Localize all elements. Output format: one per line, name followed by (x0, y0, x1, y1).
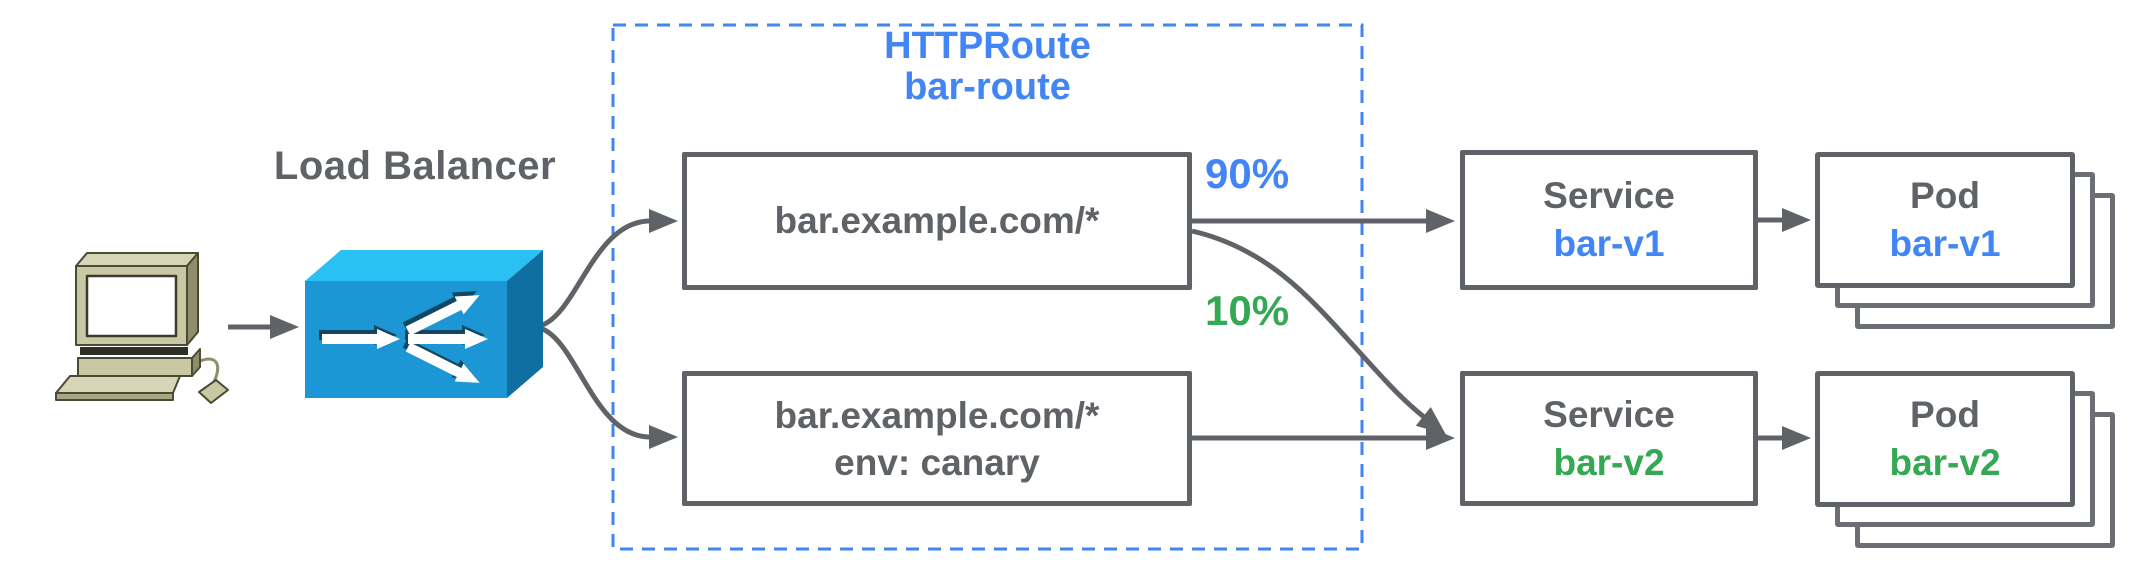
route-rule-2: bar.example.com/* env: canary (682, 371, 1192, 506)
load-balancer-split-arrows (322, 295, 488, 383)
desktop-computer-icon (55, 252, 229, 404)
weight-label-10: 10% (1205, 287, 1290, 334)
pod-kind-label: Pod (1910, 394, 1980, 435)
httproute-title: HTTPRoute bar-route (613, 26, 1362, 108)
pod-name-label: bar-v2 (1889, 442, 2001, 483)
load-balancer-icon (305, 250, 543, 398)
httproute-kind-label: HTTPRoute (884, 25, 1091, 67)
route-rule-1: bar.example.com/* (682, 152, 1192, 290)
route-rule-2-header-match: env: canary (834, 441, 1040, 483)
load-balancer-label: Load Balancer (273, 144, 557, 188)
pod-bar-v1: Pod bar-v1 (1815, 152, 2075, 288)
route-rule-1-match: bar.example.com/* (774, 200, 1100, 241)
arrow-lb-to-rule1 (532, 209, 678, 330)
arrow-lb-to-rule2 (532, 324, 678, 449)
service-kind-label: Service (1543, 393, 1675, 435)
httproute-dashed-boundary (611, 23, 1364, 551)
connector-arrows (228, 208, 1811, 450)
pod-group-bar-v2: Pod bar-v2 (1815, 371, 2115, 548)
arrow-rule1-to-service2-10pct (1191, 228, 1446, 435)
weight-label-90: 90% (1205, 150, 1290, 197)
httproute-name-label: bar-route (904, 66, 1071, 108)
service-bar-v2: Service bar-v2 (1460, 371, 1758, 506)
pod-bar-v2: Pod bar-v2 (1815, 371, 2075, 507)
service-kind-label: Service (1543, 175, 1675, 216)
pod-name-label: bar-v1 (1889, 223, 2001, 264)
service-bar-v1: Service bar-v1 (1460, 150, 1758, 290)
service-name-label: bar-v1 (1553, 223, 1665, 264)
route-rule-2-match: bar.example.com/* (774, 394, 1100, 436)
service-name-label: bar-v2 (1553, 441, 1665, 483)
pod-kind-label: Pod (1910, 175, 1980, 216)
pod-group-bar-v1: Pod bar-v1 (1815, 152, 2115, 329)
